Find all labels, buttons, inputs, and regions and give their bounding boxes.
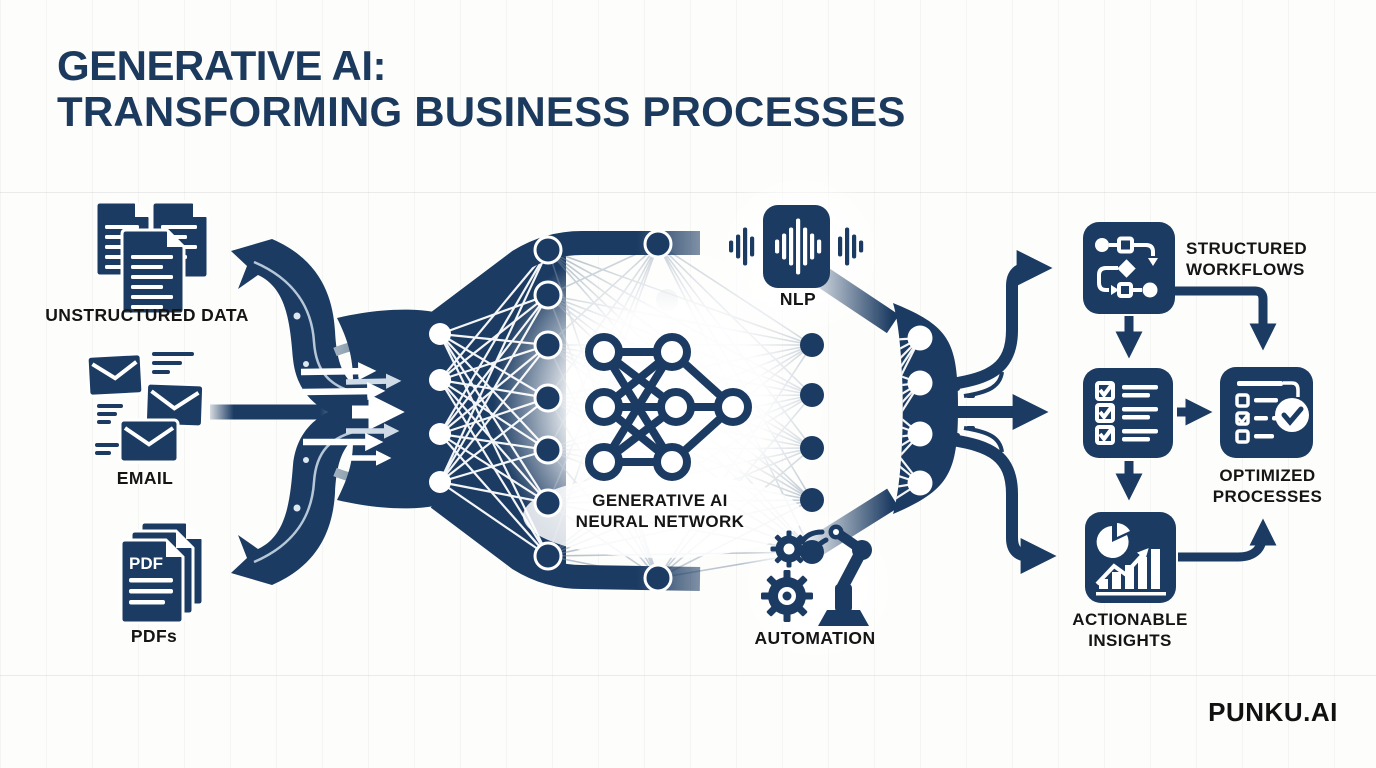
label-workflows-line2: WORKFLOWS bbox=[1186, 260, 1305, 279]
title-line2: TRANSFORMING BUSINESS PROCESSES bbox=[57, 88, 906, 135]
workflow-icon bbox=[1083, 222, 1175, 314]
grid-hline bbox=[0, 192, 1376, 193]
flow-connector-arrows bbox=[1115, 286, 1277, 562]
label-insights-line2: INSIGHTS bbox=[1088, 631, 1172, 650]
inflow-arrows bbox=[300, 362, 405, 466]
pdf-icon: PDF bbox=[119, 520, 205, 625]
output-arrows bbox=[944, 250, 1057, 574]
label-network-line2: NEURAL NETWORK bbox=[575, 512, 745, 531]
label-automation: AUTOMATION bbox=[754, 628, 876, 648]
label-optimized-line2: PROCESSES bbox=[1212, 487, 1323, 506]
label-network-line1: GENERATIVE AI bbox=[592, 491, 728, 510]
label-unstructured-data: UNSTRUCTURED DATA bbox=[45, 305, 249, 325]
label-pdfs: PDFs bbox=[130, 626, 178, 646]
documents-icon bbox=[94, 200, 210, 316]
label-insights-line1: ACTIONABLE bbox=[1072, 610, 1188, 629]
insights-icon bbox=[1085, 512, 1176, 603]
neural-network-icon bbox=[585, 333, 752, 481]
pdf-icon-text: PDF bbox=[129, 554, 163, 573]
label-email: EMAIL bbox=[116, 468, 174, 488]
nlp-icon bbox=[729, 205, 864, 288]
title-line1: GENERATIVE AI: bbox=[57, 42, 387, 89]
network-nodes bbox=[429, 229, 933, 593]
robot-arm-icon bbox=[799, 524, 872, 626]
brand-logo: PUNKU.AI bbox=[1208, 697, 1338, 727]
label-nlp: NLP bbox=[779, 289, 817, 309]
automation-icon bbox=[761, 524, 872, 626]
grid-hline bbox=[0, 675, 1376, 676]
label-workflows-line1: STRUCTURED bbox=[1186, 239, 1308, 258]
label-optimized-line1: OPTIMIZED bbox=[1219, 466, 1316, 485]
checklist-icon bbox=[1083, 368, 1173, 458]
optimized-icon bbox=[1220, 367, 1313, 458]
email-icon bbox=[85, 352, 206, 464]
